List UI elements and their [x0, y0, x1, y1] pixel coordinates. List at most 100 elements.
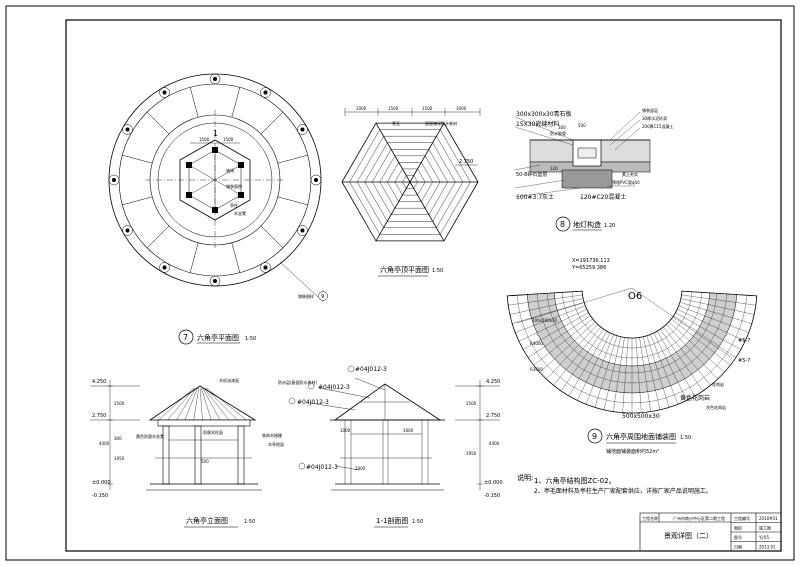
sheet-inner-frame	[65, 19, 782, 552]
lamp-detail-view: 300x300x30青石板 15X30嵌缝材料 防水胶管 50-8碎石垫层 10…	[514, 107, 674, 232]
elev-dim-4: 4400	[99, 441, 110, 446]
section-dim-2: 1000	[403, 428, 414, 433]
roof-dim-3: 1500	[422, 106, 433, 111]
tb-project: 广州市南沙中心区第二期工程	[673, 515, 725, 521]
title-block	[639, 512, 782, 552]
section-label-1: 防水层(屋面防水卷材)	[278, 379, 318, 385]
tb-row-2-val: 施工图	[759, 525, 771, 531]
general-notes: 说明: 1、六角亭结构图ZC-02。 2、亭毛面材料及亭柱生产厂家配套供应，详按…	[517, 473, 712, 495]
plan-note-5: 木坐凳	[234, 210, 246, 216]
section-scale: 1:50	[412, 519, 423, 525]
roof-title: 六角亭顶平面图	[380, 265, 429, 274]
section-level-4: -0.150	[484, 493, 500, 499]
elevation-view: 4.250 2.750 ±0.000 -0.150 1500 300 1950 …	[90, 377, 284, 528]
roof-dim-2: 1500	[388, 106, 399, 111]
elev-label-5: 木亭地面	[268, 441, 284, 447]
section-dim-4: 1950	[466, 451, 477, 456]
section-ref-1: #04J012-3	[355, 366, 387, 373]
section-title: 1-1剖面图	[376, 516, 408, 525]
plan-note-2: 铺装图例	[226, 183, 242, 189]
elev-label-2: 黄色防腐木坐凳	[136, 433, 164, 439]
plan-dim-2: 1500	[223, 137, 234, 142]
section-dim-5: 4400	[489, 441, 500, 446]
section-level-1: 4.250	[486, 379, 500, 385]
elev-level-4: -0.150	[92, 493, 108, 499]
roof-scale: 1:50	[432, 268, 443, 274]
elev-dim-1: 1500	[114, 401, 125, 406]
roof-dim-1: 1000	[356, 106, 367, 111]
lamp-label-7: 预埋PVC管φ50	[612, 179, 640, 185]
plan-note-4: 亭柱	[230, 202, 238, 208]
paving-scale: 1:50	[680, 435, 691, 441]
section-level-3: ±0.000	[484, 480, 503, 486]
section-ref-2: #04J012-3	[318, 384, 350, 391]
tb-row-3-val: YJ-05	[758, 535, 769, 540]
elev-dim-3: 1950	[114, 456, 125, 461]
lamp-label-6: 120#C20混凝土	[580, 193, 626, 201]
lamp-dim-1: 300	[558, 125, 566, 130]
roof-elev: 2.750	[459, 159, 473, 165]
elev-label-3: 防腐木柱面	[203, 429, 223, 435]
tb-row-1-key: 工程编号	[734, 515, 750, 521]
sheet-outer-frame	[5, 5, 795, 561]
lamp-scale: 1:20	[604, 223, 615, 229]
roof-label-1: 脊瓦	[392, 120, 400, 126]
lamp-label-10: 30厚水泥砂浆	[642, 115, 667, 121]
plan-axis-label: 1	[213, 129, 218, 138]
plan-scale: 1:50	[245, 336, 256, 342]
roof-plan-view: 1000 1500 1500 1000 脊瓦 屋面铺设防水卷材 2.750 六角…	[341, 106, 481, 277]
paving-coord-y: Y=65259.386	[571, 265, 606, 271]
paving-title: 六角亭周围地面铺装图	[606, 432, 676, 441]
section-dim-1: 1000	[340, 428, 351, 433]
tb-drawing: 景观详图（二）	[664, 531, 713, 540]
section-dim-6: 2000	[355, 466, 366, 471]
plan-index: 7	[183, 333, 188, 342]
lamp-label-11: 200厚C15混凝土	[642, 123, 674, 129]
plan-callout-ref: 9	[321, 294, 324, 300]
lamp-label-9: 铺装面层	[642, 107, 658, 113]
elev-level-2: 2.750	[92, 413, 106, 419]
lamp-dim-3: 120	[550, 166, 558, 171]
lamp-label-3: 防水胶管	[550, 130, 566, 136]
tb-row-3-key: 图号	[734, 534, 742, 540]
tb-row-1-val: 2010#01	[759, 516, 778, 521]
paving-label-5: R3600	[530, 367, 543, 372]
section-level-2: 2.750	[486, 413, 500, 419]
notes-line-1: 1、六角亭结构图ZC-02。	[534, 476, 616, 485]
lamp-label-1: 300x300x30青石板	[516, 110, 572, 118]
elev-level-1: 4.250	[92, 379, 106, 385]
lamp-title: 地灯构造	[573, 220, 601, 229]
roof-dim-4: 1000	[456, 106, 467, 111]
roof-label-2: 屋面铺设防水卷材	[425, 120, 457, 126]
section-ref-3: #04J012-3	[297, 399, 329, 406]
paving-view: X=191736.113 Y=65259.386 O6 100x100x30 #…	[506, 258, 758, 455]
notes-line-2: 2、亭毛面材料及亭柱生产厂家配套供应，详按厂家产品说明施工。	[534, 487, 712, 495]
tb-row-2-key: 图别	[734, 525, 742, 531]
tb-row-4-key: 日期	[734, 544, 742, 550]
paving-index: 9	[592, 432, 597, 441]
lamp-label-5: 100#3:7灰土	[516, 193, 554, 201]
tb-project-label: 工程名称	[642, 515, 658, 521]
paving-label-7: 黄色花岗岩	[680, 394, 710, 402]
elev-label-1: 木质油漆面	[219, 377, 239, 383]
section-ref-4: #04J012-3	[306, 464, 338, 471]
lamp-label-8: 素土夯实	[622, 171, 638, 177]
elev-level-3: ±0.000	[92, 480, 111, 486]
lamp-label-4: 50-8碎石垫层	[516, 171, 547, 178]
paving-label-8: 花岗岩	[712, 381, 724, 387]
paving-label-2: #5-7	[738, 338, 750, 344]
paving-label-9: 灰色花岗岩	[706, 404, 726, 410]
tb-row-4-val: 2013.01	[759, 545, 776, 550]
elev-dim-2: 300	[114, 436, 122, 441]
elev-label-4: 装饰木格栅	[262, 432, 282, 438]
lamp-label-2: 15X30嵌缝材料	[516, 120, 559, 128]
plan-title: 六角亭平面图	[197, 333, 239, 342]
plan-view: 1500 1500 1 轴线 铺装图例 亭柱 木坐凳 铺装图样 9 7 六角亭平…	[108, 73, 328, 345]
elev-title: 六角亭立面图	[186, 516, 228, 525]
section-dim-3: 1500	[466, 401, 477, 406]
paving-label-3: #5-7	[738, 358, 750, 364]
lamp-index: 8	[560, 220, 565, 229]
paving-label-4: R4000	[530, 341, 543, 346]
plan-dim-1: 1500	[199, 137, 210, 142]
paving-label-1: 100x100x30	[532, 318, 558, 323]
